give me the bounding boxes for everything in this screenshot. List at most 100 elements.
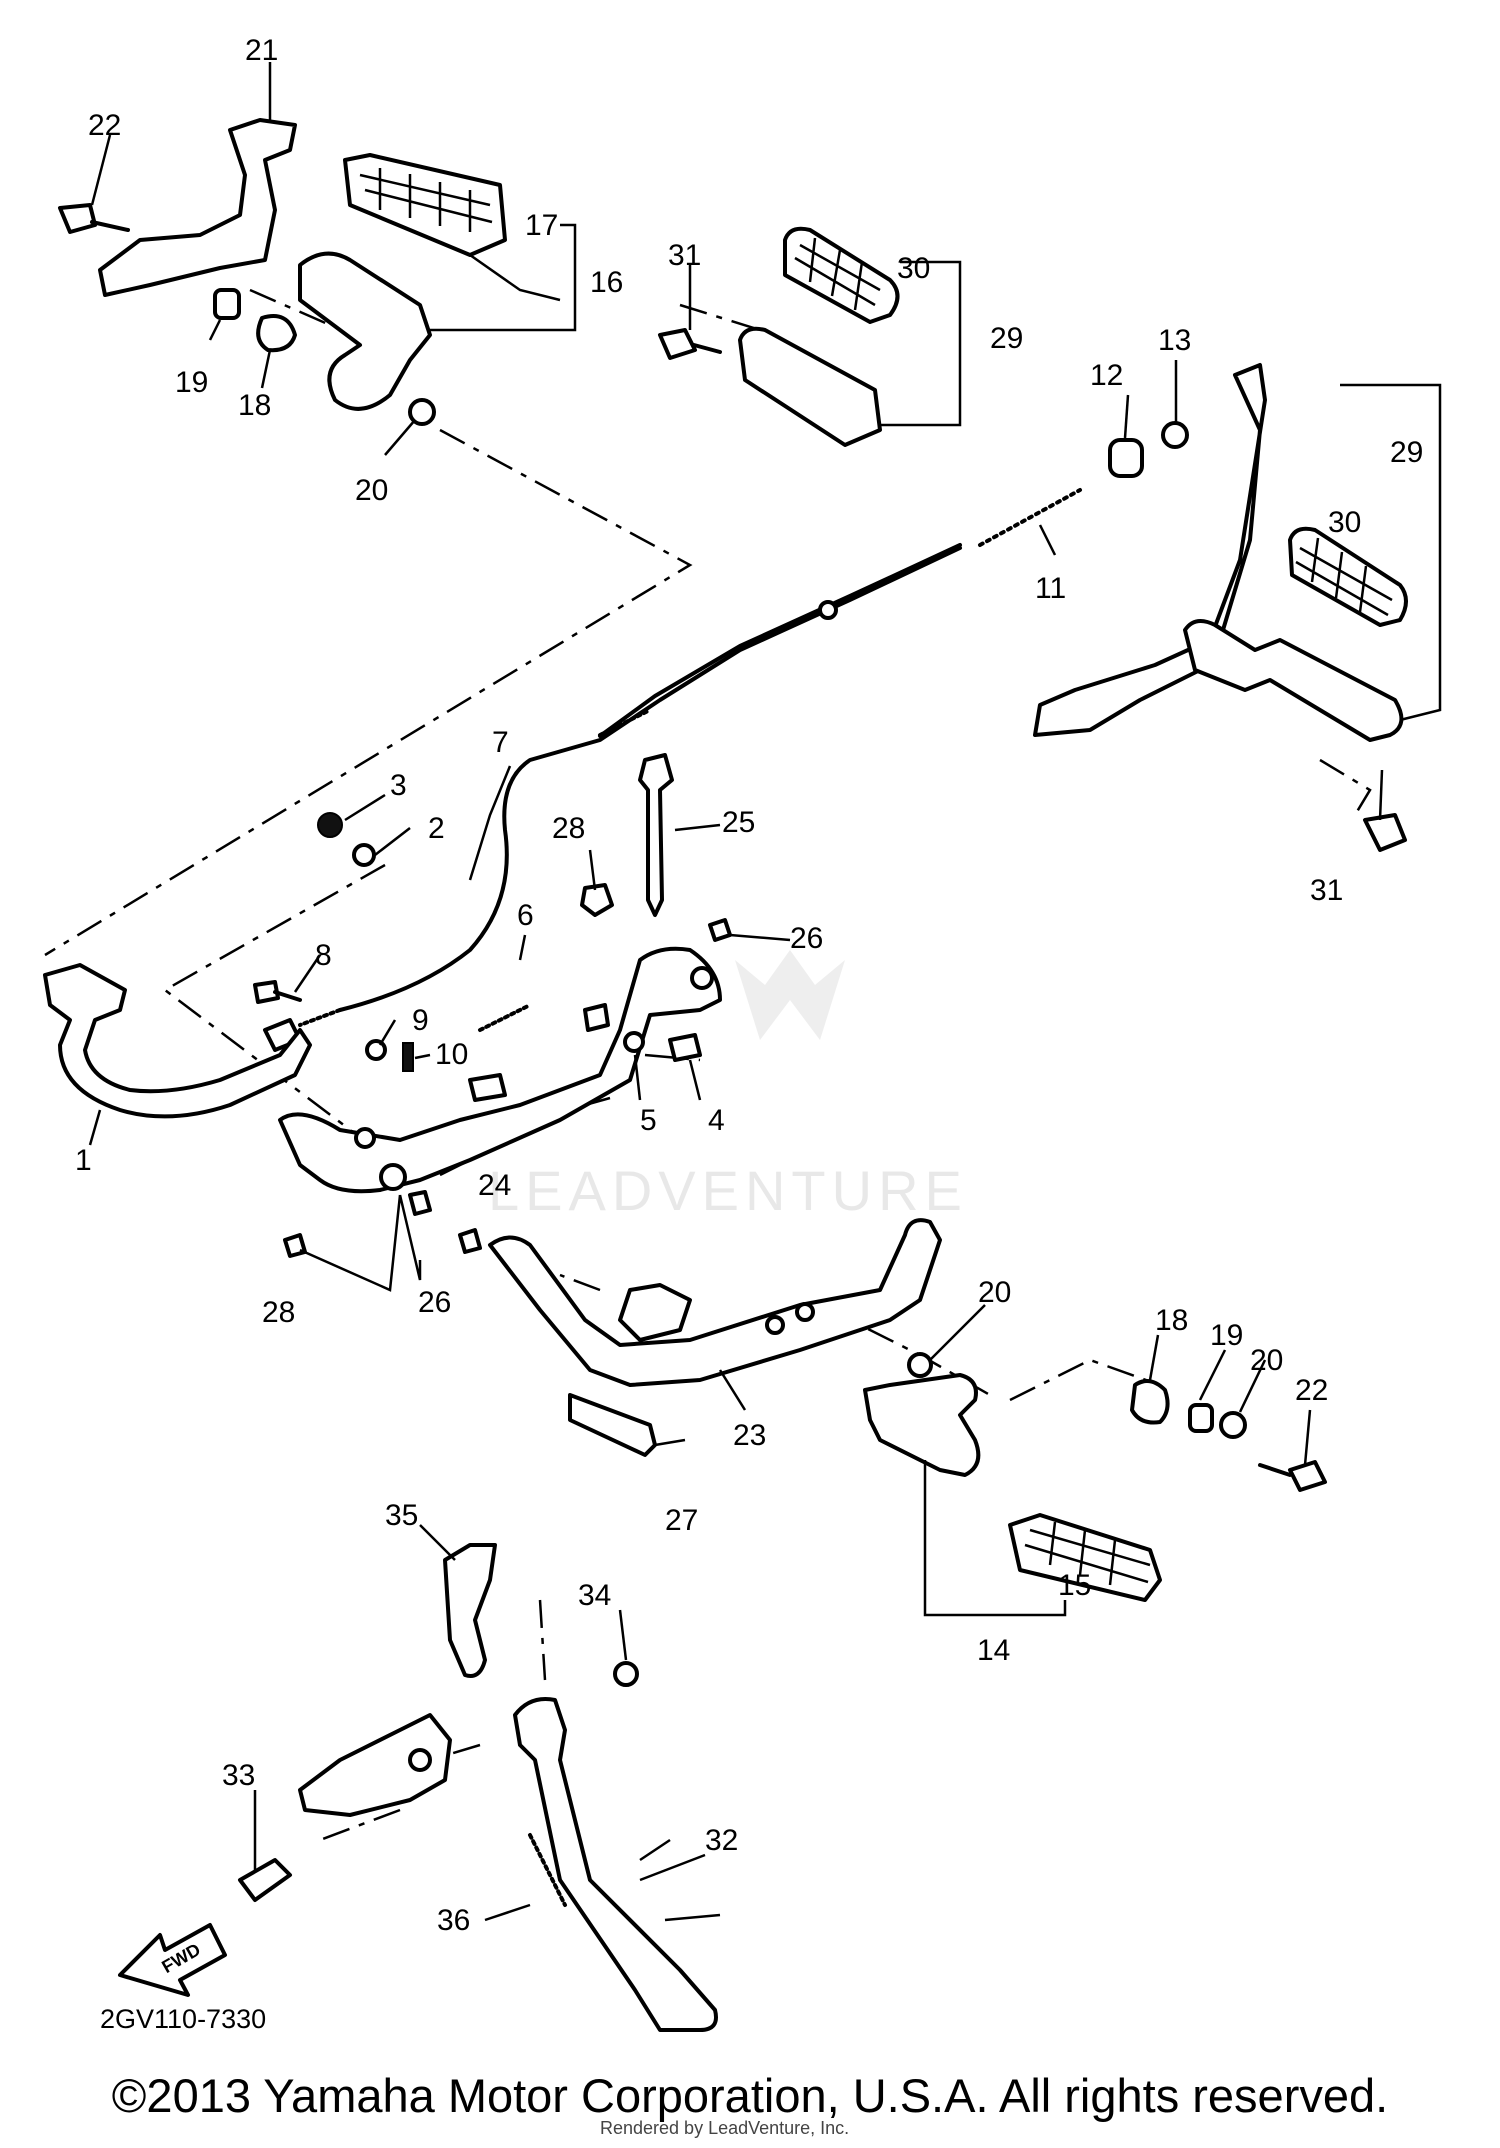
label-31b: 31: [1310, 874, 1343, 907]
bolt-31b: [1363, 813, 1407, 852]
label-14: 14: [977, 1634, 1010, 1667]
leader-lines: [88, 62, 1384, 1922]
label-31: 31: [668, 239, 701, 272]
footrest-rubber-30b: [1288, 526, 1408, 627]
part-number-labels: 21 22 17 16 19 18 20 31 30 29 12 13 29 3…: [75, 34, 1423, 2034]
footrest-29: [738, 326, 882, 447]
label-28: 28: [552, 812, 585, 845]
label-36: 36: [437, 1904, 470, 1937]
label-35: 35: [385, 1499, 418, 1532]
sidestand-assembly: [238, 1543, 721, 2032]
washer-2: [352, 843, 376, 867]
copyright-notice: ©2013 Yamaha Motor Corporation, U.S.A. A…: [111, 2069, 1389, 2122]
bolt-22: [58, 203, 97, 234]
collar-26c: [458, 1228, 482, 1254]
label-6: 6: [517, 899, 534, 932]
footrest-14: [863, 1373, 981, 1477]
switch-33: [238, 1858, 292, 1902]
label-20: 20: [355, 474, 388, 507]
bolt-27: [568, 1393, 657, 1457]
label-30: 30: [897, 252, 930, 285]
label-26b: 26: [418, 1286, 451, 1319]
nut-28: [580, 883, 614, 917]
label-20c: 20: [1250, 1344, 1283, 1377]
washer-20b: [907, 1352, 933, 1378]
washer-20c: [1219, 1411, 1247, 1439]
right-rider-footrest-assembly: [863, 1352, 1327, 1617]
spring-36: [528, 1833, 567, 1907]
watermark-text: LEADVENTURE: [488, 1159, 968, 1222]
label-1: 1: [75, 1144, 92, 1177]
label-26: 26: [790, 922, 823, 955]
label-24: 24: [478, 1169, 511, 1202]
right-passenger-footrest-assembly: [1033, 363, 1442, 852]
label-34: 34: [578, 1579, 611, 1612]
label-22b: 22: [1295, 1374, 1328, 1407]
bolt-4: [668, 1033, 702, 1062]
label-17: 17: [525, 209, 558, 242]
label-7: 7: [492, 726, 509, 759]
bolt-22b: [1288, 1460, 1327, 1492]
label-4: 4: [708, 1104, 725, 1137]
label-19b: 19: [1210, 1319, 1243, 1352]
label-32: 32: [705, 1824, 738, 1857]
footrest-29b: [1183, 619, 1404, 742]
label-3: 3: [390, 769, 407, 802]
nut-13: [1161, 421, 1189, 449]
adjuster-rod-25: [317, 753, 732, 942]
bushing-18b: [1130, 1379, 1170, 1425]
assembly-lines: [44, 288, 1372, 1842]
label-11: 11: [1035, 572, 1066, 605]
sidestand-bracket: [298, 1713, 452, 1817]
left-rider-footrest-assembly: [58, 118, 577, 426]
label-5: 5: [640, 1104, 657, 1137]
pin-10: [402, 1042, 414, 1072]
nut-5: [623, 1031, 645, 1053]
label-19: 19: [175, 366, 208, 399]
collar-26b: [408, 1190, 432, 1216]
sidestand-32: [513, 1697, 718, 2032]
collar-12: [1108, 438, 1144, 478]
sidestand-bracket-35: [443, 1543, 497, 1678]
label-29: 29: [990, 322, 1023, 355]
washer-20: [408, 398, 436, 426]
label-13: 13: [1158, 324, 1191, 357]
collar-19b: [1188, 1403, 1214, 1433]
collar-19: [213, 288, 241, 320]
bolt-31: [658, 328, 697, 360]
rendered-by-credit: Rendered by LeadVenture, Inc.: [600, 2118, 850, 2138]
label-15: 15: [1058, 1569, 1091, 1602]
collar-26: [708, 918, 732, 942]
label-21: 21: [245, 34, 278, 67]
left-footrest-bracket-23: [488, 1218, 942, 1457]
label-12: 12: [1090, 359, 1123, 392]
label-25: 25: [722, 806, 755, 839]
footrest-bracket-21: [98, 118, 297, 297]
label-22: 22: [88, 109, 121, 142]
label-2: 2: [428, 812, 445, 845]
label-18b: 18: [1155, 1304, 1188, 1337]
label-20b: 20: [978, 1276, 1011, 1309]
footrest-16: [298, 251, 432, 411]
nut-3: [317, 812, 343, 838]
brake-cable-assembly: [253, 488, 1082, 1072]
brake-pedal-and-frame: [43, 946, 722, 1258]
label-8: 8: [315, 939, 332, 972]
bolt-8: [253, 980, 280, 1004]
label-10: 10: [435, 1038, 468, 1071]
watermark: LEADVENTURE: [488, 950, 968, 1222]
label-29b: 29: [1390, 436, 1423, 469]
footrest-bar-24: [278, 946, 722, 1194]
label-9: 9: [412, 1004, 429, 1037]
nut-34: [613, 1661, 639, 1687]
nut-28b: [283, 1233, 307, 1258]
label-18: 18: [238, 389, 271, 422]
diagram-code: 2GV110-7330: [100, 2004, 266, 2034]
bushing-18: [256, 314, 297, 353]
label-28b: 28: [262, 1296, 295, 1329]
label-27: 27: [665, 1504, 698, 1537]
washer-9: [365, 1039, 387, 1061]
label-16: 16: [590, 266, 623, 299]
label-33: 33: [222, 1759, 255, 1792]
